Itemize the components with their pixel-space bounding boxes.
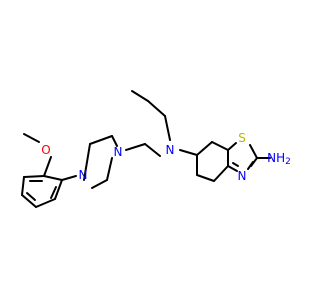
bond [106, 157, 113, 181]
bond [35, 198, 56, 208]
bond [213, 165, 229, 182]
amino-symbol: NH [267, 151, 285, 165]
bond [23, 175, 45, 178]
atom-label-oxygen: O [41, 143, 50, 157]
atom-label-piperazine-nitrogen: N [79, 168, 88, 182]
bond-lines [21, 90, 271, 208]
bond [131, 90, 149, 102]
bond [91, 179, 108, 189]
bond [83, 167, 87, 181]
bond [232, 162, 239, 167]
bond [23, 133, 40, 143]
bond [227, 165, 238, 172]
bond [21, 194, 37, 208]
bond [247, 161, 254, 170]
bond [179, 149, 198, 156]
bond [144, 143, 161, 157]
bond [196, 174, 215, 182]
atom-label-amino-group: NH2 [267, 151, 291, 167]
bond [147, 100, 166, 117]
amino-subscript: 2 [285, 157, 291, 167]
bond [249, 144, 258, 159]
bond [164, 115, 171, 141]
bond [50, 186, 57, 199]
atom-label-piperazine-nitrogen: N [114, 145, 123, 159]
atom-label-amine-nitrogen: N [166, 143, 175, 157]
bond [21, 176, 25, 196]
bond [43, 156, 52, 177]
bond [26, 192, 36, 201]
bond [227, 142, 237, 151]
bond [125, 143, 146, 151]
bond [111, 135, 118, 147]
bond [85, 143, 91, 169]
atom-labels: O N N N S N NH2 [41, 131, 291, 183]
bond [54, 179, 63, 200]
bond [211, 141, 229, 151]
bond [196, 141, 213, 156]
molecule-structure: O N N N S N NH2 [21, 90, 291, 208]
atom-label-thiazole-nitrogen: N [238, 169, 247, 183]
atom-label-sulfur: S [238, 131, 246, 145]
bond [89, 135, 113, 145]
bond [43, 175, 63, 181]
bond [61, 175, 77, 181]
